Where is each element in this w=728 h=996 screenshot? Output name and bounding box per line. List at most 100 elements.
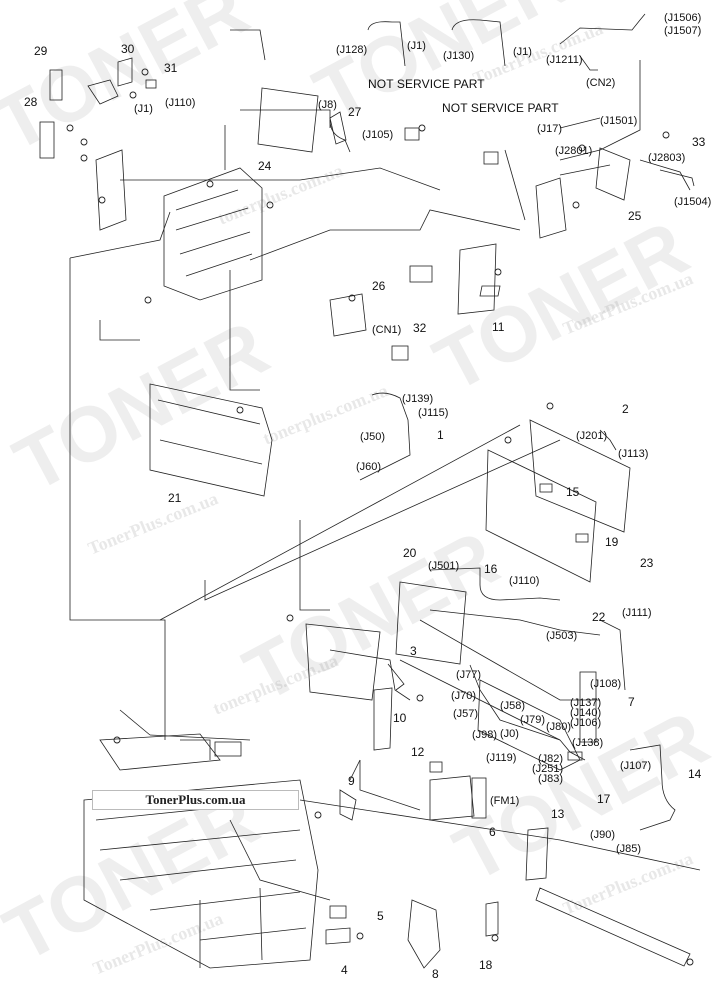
callout-11: 11 (492, 320, 505, 334)
group-line (69, 258, 166, 740)
callout-6: 6 (489, 825, 496, 839)
main-chassis-detail (175, 189, 253, 277)
group-line (204, 439, 561, 601)
connector-label: (J98) (472, 729, 498, 741)
cable (329, 119, 351, 153)
cable (599, 619, 626, 691)
lower-plate (99, 733, 221, 771)
group-line (69, 211, 171, 259)
callout-28: 28 (24, 95, 38, 109)
cable (639, 159, 691, 191)
group-line (119, 709, 151, 736)
connector-label: (J77) (456, 669, 482, 681)
fan-fm1 (471, 777, 487, 819)
connector-label: (J1507) (664, 25, 702, 37)
group-line (159, 424, 521, 621)
part-26 (329, 293, 367, 337)
part-4 (325, 927, 351, 945)
printer-base-leg (199, 887, 263, 968)
part-19 (575, 533, 589, 543)
connector-label: (J0) (500, 728, 519, 740)
connector-label: (J57) (453, 708, 479, 720)
part-3 (387, 663, 405, 691)
callout-24: 24 (258, 159, 272, 173)
group-line (99, 320, 140, 341)
callout-8: 8 (432, 967, 439, 981)
connector-label: (J110) (509, 575, 540, 587)
callout-10: 10 (393, 711, 407, 725)
part-mid-frame (305, 623, 381, 701)
note-not-service-part: NOT SERVICE PART (442, 101, 559, 115)
connector-label: (J58) (500, 700, 526, 712)
part-17 (477, 679, 581, 771)
callout-22: 22 (592, 610, 606, 624)
group-line (359, 760, 421, 811)
connector-label: (J90) (590, 829, 616, 841)
connector-label: (J128) (336, 44, 368, 56)
part-15 (539, 483, 553, 493)
callout-27: 27 (348, 105, 362, 119)
callout-4: 4 (341, 963, 348, 977)
part-8 (407, 899, 441, 969)
part-22 (485, 449, 597, 583)
part-small-board (483, 151, 499, 165)
note-not-service-part: NOT SERVICE PART (368, 77, 485, 91)
connector-label: (J1211) (546, 54, 583, 66)
connector-label: (J107) (620, 760, 652, 772)
callout-21: 21 (168, 491, 182, 505)
group-line (419, 619, 600, 701)
cable (329, 649, 411, 701)
part-27 (329, 111, 347, 145)
callout-15: 15 (566, 485, 580, 499)
connector-label: (J2803) (648, 152, 686, 164)
main-chassis (163, 167, 263, 301)
group-line (249, 209, 521, 261)
connector-label: (J2801) (555, 145, 593, 157)
group-line (180, 739, 211, 760)
part-33 (659, 169, 695, 187)
part-5 (329, 905, 347, 919)
connector-label: (J119) (486, 752, 517, 764)
part-23 (529, 419, 631, 533)
connector-label: (J50) (360, 431, 386, 443)
connector-label: (J140) (570, 707, 602, 719)
callout-12: 12 (411, 745, 425, 759)
connector-block (579, 671, 597, 743)
site-caption: TonerPlus.com.ua (92, 790, 299, 810)
part-24 (257, 87, 319, 153)
cable (359, 392, 411, 481)
callout-29: 29 (34, 44, 48, 58)
connector-label: (J138) (572, 737, 604, 749)
group-line (504, 149, 526, 221)
cable (629, 744, 676, 831)
connector-label: (J110) (165, 97, 196, 109)
cable (559, 164, 611, 176)
cable (559, 117, 601, 129)
connector-label: (J503) (546, 630, 578, 642)
connector-label: (J113) (618, 448, 649, 460)
group-line (229, 819, 331, 901)
part-13 (525, 827, 549, 881)
connector-label: (J82) (538, 753, 564, 765)
connector-label: (J1) (134, 103, 153, 115)
connector-label: (J80) (546, 721, 572, 733)
connector-label: (J79) (520, 714, 546, 726)
callout-2: 2 (622, 402, 629, 416)
callout-33: 33 (692, 135, 706, 149)
part-10 (373, 687, 393, 751)
cable (349, 759, 361, 781)
callout-13: 13 (551, 807, 565, 821)
callout-30: 30 (121, 42, 135, 56)
callout-26: 26 (372, 279, 386, 293)
connector-label: (J60) (356, 461, 382, 473)
connector-label: (J1501) (600, 115, 638, 127)
part-21 (149, 383, 273, 497)
part-25 (595, 147, 631, 201)
cable (579, 55, 598, 71)
callout-18: 18 (479, 958, 493, 972)
callout-32: 32 (413, 321, 427, 335)
callout-17: 17 (597, 792, 611, 806)
callout-1: 1 (437, 428, 444, 442)
